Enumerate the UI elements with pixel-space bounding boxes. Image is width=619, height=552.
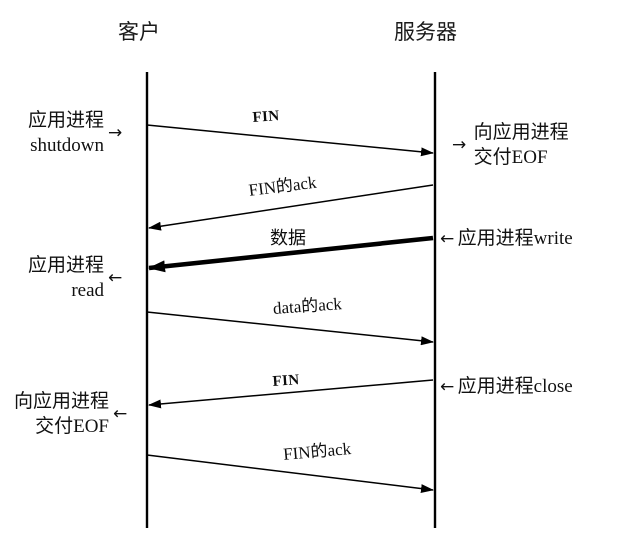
- arrow-left-icon: ←: [440, 377, 458, 397]
- arrow-left-icon: ←: [113, 403, 128, 424]
- annotation-deliver-eof-2-line-1: 交付EOF: [35, 416, 110, 437]
- arrow-right-icon: →: [108, 122, 123, 143]
- annotation-deliver-eof-2-line-0: 向应用进程: [14, 391, 110, 412]
- annotation-shutdown: 应用进程 shutdown→: [28, 108, 122, 158]
- message-label-fin1: FIN: [252, 108, 281, 126]
- annotation-shutdown-line-1: shutdown: [30, 135, 105, 156]
- annotation-shutdown-line-0: 应用进程: [28, 110, 105, 131]
- annotation-read-line-1: read: [71, 280, 105, 301]
- annotation-write-line-0: ← 应用进程write: [440, 228, 573, 249]
- lifeline-header-server: 服务器: [394, 20, 457, 44]
- annotation-deliver-eof-1: → 向应用进程交付EOF: [452, 120, 569, 170]
- annotation-close: ← 应用进程close: [440, 374, 573, 400]
- message-arrow-fin1: [146, 124, 434, 157]
- message-arrow-dataack: [146, 311, 434, 346]
- arrow-right-icon: →: [452, 134, 470, 155]
- annotation-deliver-eof-1-line-0: 向应用进程: [473, 122, 569, 143]
- annotation-read-line-0: 应用进程: [28, 255, 105, 276]
- annotation-deliver-eof-2: 向应用进程交付EOF←: [14, 389, 127, 439]
- message-label-data: 数据: [270, 228, 306, 248]
- annotation-write: ← 应用进程write: [440, 226, 573, 252]
- message-arrow-fin2: [148, 379, 434, 409]
- arrow-left-icon: ←: [108, 267, 123, 288]
- annotation-close-line-0: ← 应用进程close: [440, 376, 573, 397]
- message-arrow-finack1: [148, 184, 434, 231]
- lifeline-group: [145, 72, 437, 528]
- message-label-dataack: data的ack: [272, 294, 343, 318]
- lifeline-header-client: 客户: [118, 20, 160, 44]
- message-arrow-group: [146, 124, 434, 494]
- arrow-left-icon: ←: [440, 229, 458, 249]
- annotation-deliver-eof-1-line-1: 交付EOF: [473, 147, 548, 168]
- message-label-fin2: FIN: [272, 372, 301, 390]
- message-arrow-finack2: [146, 454, 434, 494]
- message-arrow-data: [148, 235, 434, 273]
- annotation-read: 应用进程 read←: [28, 253, 122, 303]
